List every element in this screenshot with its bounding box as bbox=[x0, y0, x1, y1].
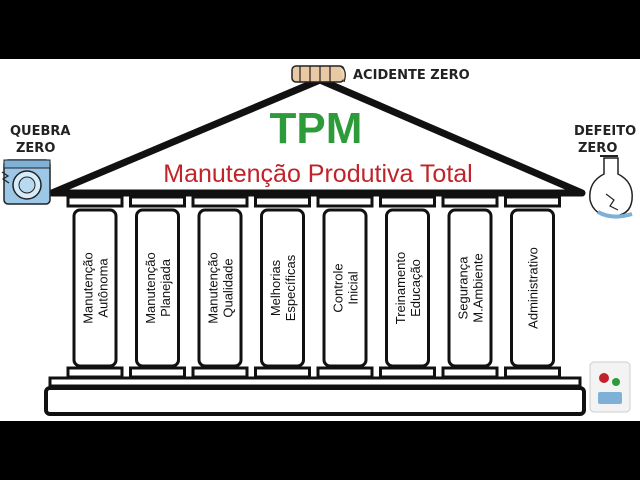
pillar-capital bbox=[129, 195, 186, 208]
pillar-label-line-2: Específicas bbox=[283, 254, 298, 321]
goal-defeito-zero: DEFEITO ZERO bbox=[574, 124, 636, 219]
pillar-label: ManutençãoPlanejada bbox=[143, 252, 173, 324]
goal-right-line2: ZERO bbox=[578, 141, 617, 156]
pillar-label-line-2: Inicial bbox=[346, 271, 361, 304]
pillar-shaft bbox=[197, 208, 243, 368]
pillar-label-line-2: Educação bbox=[408, 259, 423, 317]
pillar-label-line-1: Controle bbox=[331, 263, 346, 312]
pillar-base bbox=[191, 366, 249, 379]
tpm-title: TPM bbox=[270, 104, 363, 153]
pillar-base bbox=[379, 366, 436, 379]
pillar-2: ManutençãoPlanejada bbox=[129, 195, 186, 379]
pillar-label: ControleInicial bbox=[331, 263, 361, 312]
pillar-shaft bbox=[260, 208, 305, 368]
pillar-label: MelhoriasEspecíficas bbox=[268, 254, 298, 321]
pillar-shaft bbox=[447, 208, 493, 368]
pillar-capital bbox=[379, 195, 436, 208]
pillar-1: ManutençãoAutônoma bbox=[66, 195, 124, 379]
goal-quebra-zero: QUEBRA ZERO bbox=[1, 124, 70, 205]
pillar-label-line-1: Segurança bbox=[456, 256, 471, 320]
pillar-shaft bbox=[385, 208, 430, 368]
pillar-capital bbox=[441, 195, 499, 208]
pillar-shaft bbox=[510, 208, 555, 368]
goal-left-line2: ZERO bbox=[16, 141, 55, 156]
pillar-label: Administrativo bbox=[526, 247, 541, 329]
pillar-4: MelhoriasEspecíficas bbox=[254, 195, 311, 379]
pillar-label-line-1: Melhorias bbox=[268, 259, 283, 316]
goal-top-label: ACIDENTE ZERO bbox=[353, 68, 470, 83]
pillar-base bbox=[254, 366, 311, 379]
pillar-label: ManutençãoQualidade bbox=[206, 252, 236, 324]
pillar-base bbox=[129, 366, 186, 379]
pillar-label-line-1: Administrativo bbox=[526, 247, 541, 329]
pillar-label-line-1: Manutenção bbox=[143, 252, 158, 324]
broken-flask-icon bbox=[589, 155, 633, 219]
goal-left-line1: QUEBRA bbox=[10, 124, 70, 139]
bandaged-hand-icon bbox=[291, 65, 346, 83]
pillar-3: ManutençãoQualidade bbox=[191, 195, 249, 379]
pillar-label-line-1: Manutenção bbox=[81, 252, 96, 324]
pillar-7: SegurançaM.Ambiente bbox=[441, 195, 499, 379]
pillar-label: ManutençãoAutônoma bbox=[81, 252, 111, 324]
roof-triangle bbox=[48, 76, 586, 197]
base-slab bbox=[44, 386, 586, 416]
pillar-label: TreinamentoEducação bbox=[393, 252, 423, 325]
pillar-shaft bbox=[135, 208, 180, 368]
pillar-base bbox=[316, 366, 374, 379]
pillar-label-line-2: Planejada bbox=[158, 258, 173, 317]
pillar-label-line-2: Autônoma bbox=[96, 258, 111, 318]
tpm-subtitle: Manutenção Produtiva Total bbox=[163, 160, 472, 188]
pillar-base bbox=[66, 366, 124, 379]
pillar-shaft bbox=[72, 208, 118, 368]
pillar-base bbox=[441, 366, 499, 379]
pillar-shaft bbox=[322, 208, 368, 368]
pillar-8: Administrativo bbox=[504, 195, 561, 379]
goal-right-line1: DEFEITO bbox=[574, 124, 636, 139]
pillar-label-line-2: M.Ambiente bbox=[471, 253, 486, 322]
pillar-capital bbox=[254, 195, 311, 208]
pillar-label-line-1: Treinamento bbox=[393, 252, 408, 325]
pillar-capital bbox=[191, 195, 249, 208]
pillar-6: TreinamentoEducação bbox=[379, 195, 436, 379]
temple-base bbox=[44, 376, 586, 416]
pillar-capital bbox=[316, 195, 374, 208]
pillar-capital bbox=[66, 195, 124, 208]
logo-icon bbox=[589, 361, 631, 413]
pillar-label: SegurançaM.Ambiente bbox=[456, 253, 486, 322]
pillar-label-line-2: Qualidade bbox=[221, 258, 236, 317]
pillar-5: ControleInicial bbox=[316, 195, 374, 379]
roof: TPM Manutenção Produtiva Total bbox=[48, 76, 586, 197]
pillar-base bbox=[504, 366, 561, 379]
washing-machine-icon bbox=[1, 159, 51, 205]
goal-acidente-zero: ACIDENTE ZERO bbox=[291, 65, 470, 83]
pillar-label-line-1: Manutenção bbox=[206, 252, 221, 324]
base-top-step bbox=[48, 376, 582, 388]
pillar-capital bbox=[504, 195, 561, 208]
